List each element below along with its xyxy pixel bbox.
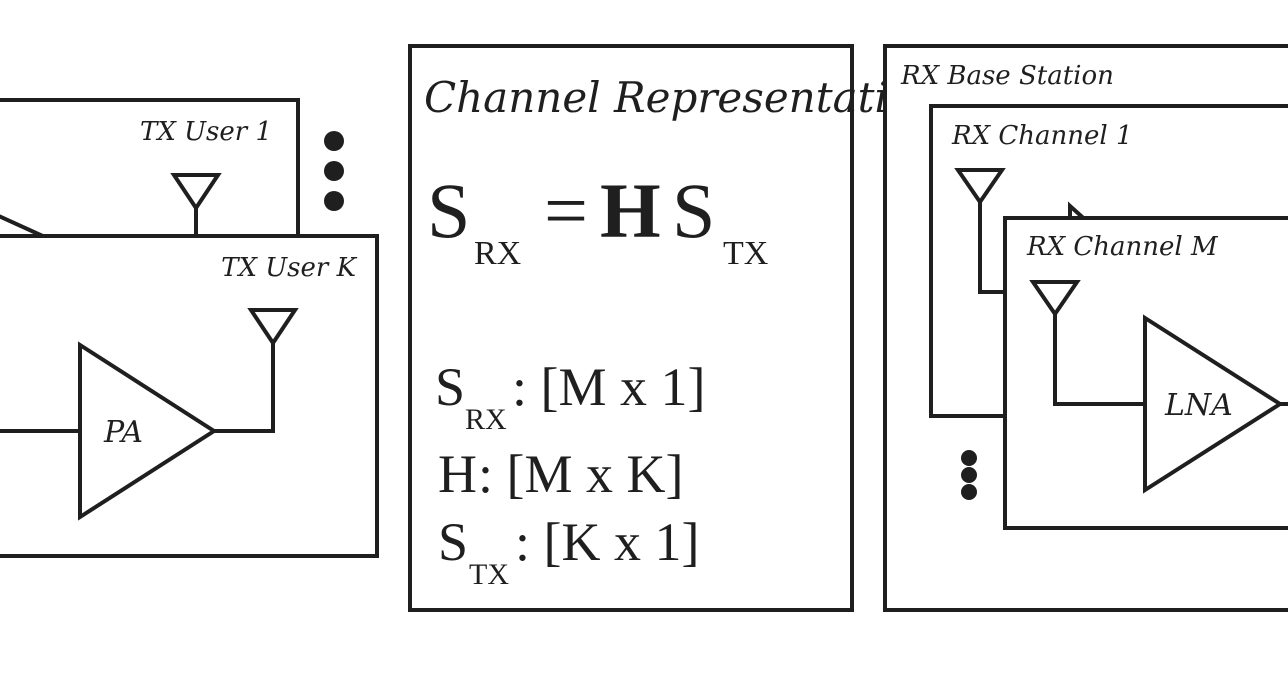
tx-user-1-label: TX User 1 xyxy=(140,117,272,147)
dimension-item: S TX : [K x 1] xyxy=(438,512,699,591)
dimension-subscript: RX xyxy=(465,403,507,436)
channel-representation-panel: Channel Representation S RX = H S TX S R… xyxy=(408,44,940,612)
dimension-text: : [K x 1] xyxy=(515,512,699,572)
dimension-symbol: S xyxy=(435,357,465,417)
channel-box xyxy=(408,44,854,612)
rx-channel-m-antenna-icon xyxy=(1029,280,1081,318)
tx-user-k-label: TX User K xyxy=(221,253,357,283)
equation-rhs-subscript: TX xyxy=(723,235,768,272)
rx-channels-ellipsis-icon xyxy=(961,450,977,500)
lna-label: LNA xyxy=(1164,388,1233,423)
rx-base-station-panel: RX Base Station RX Channel 1 RX Channel … xyxy=(883,44,1288,612)
rx-base-station-label: RX Base Station xyxy=(900,61,1114,91)
equation-rhs: S xyxy=(672,167,715,254)
channel-title: Channel Representation xyxy=(424,73,940,122)
dimension-item: H : [M x K] xyxy=(438,444,683,504)
equation-lhs: S xyxy=(427,167,470,254)
tx-user-k-box xyxy=(0,234,379,558)
lna-amplifier-icon xyxy=(1143,314,1284,494)
tx-user-1-antenna-icon xyxy=(170,173,222,212)
tx-users-ellipsis-icon xyxy=(324,131,344,211)
tx-user-k-panel: TX User K PA xyxy=(0,234,379,558)
dimension-text: : [M x 1] xyxy=(512,357,705,417)
dimension-text: : [M x K] xyxy=(478,444,683,504)
rx-channel-1-antenna-icon xyxy=(954,168,1006,206)
dimension-symbol: S xyxy=(438,512,468,572)
dimension-subscript: TX xyxy=(469,558,509,591)
equation-equals: = xyxy=(544,167,588,254)
pa-amplifier-icon xyxy=(78,341,218,521)
rx-channel-m-label: RX Channel M xyxy=(1026,232,1219,262)
rx-channel-m-wire xyxy=(1053,314,1145,406)
tx-user-k-output-wire xyxy=(214,343,275,433)
rx-channel-m-panel: RX Channel M LNA xyxy=(1003,216,1288,530)
equation-matrix-h: H xyxy=(600,167,661,254)
dimension-symbol: H xyxy=(438,444,477,504)
equation-lhs-subscript: RX xyxy=(474,235,521,272)
rx-channel-1-wire xyxy=(978,202,1010,294)
dimension-list: S RX : [M x 1] H : [M x K] S TX : [K x 1… xyxy=(435,357,705,591)
dimension-item: S RX : [M x 1] xyxy=(435,357,705,436)
pa-label: PA xyxy=(103,415,143,450)
rx-channel-1-label: RX Channel 1 xyxy=(951,121,1133,151)
tx-user-k-antenna-icon xyxy=(247,308,299,347)
channel-equation: S RX = H S TX xyxy=(427,167,768,272)
